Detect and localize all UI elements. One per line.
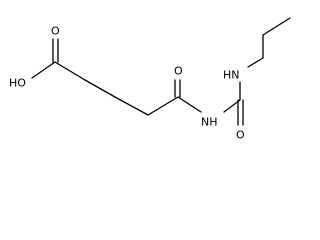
chemical-structure: HO O O NH O HN [9, 17, 291, 142]
bond-c5-nh [177, 96, 202, 113]
bond-c2-c3 [84, 79, 116, 98]
bond-c4-c5 [147, 96, 179, 116]
atom-label-hn-propyl: HN [223, 69, 240, 82]
atom-label-o-amide: O [174, 65, 183, 78]
bond-c1-oh [31, 61, 56, 79]
bond-c1-c2 [54, 61, 86, 81]
atom-label-oh: HO [9, 77, 26, 90]
bond-nh-c6 [223, 99, 241, 113]
bond-hn-c7 [247, 57, 264, 68]
atom-label-nh-imide: NH [201, 116, 218, 129]
bond-c3-c4 [114, 96, 149, 116]
atom-label-o-urea: O [236, 129, 245, 142]
atom-label-o-acid: O [51, 25, 60, 38]
atom-label-layer: HO O O NH O HN [9, 25, 245, 142]
bond-layer [31, 17, 291, 126]
bond-c8-c9 [262, 17, 291, 36]
